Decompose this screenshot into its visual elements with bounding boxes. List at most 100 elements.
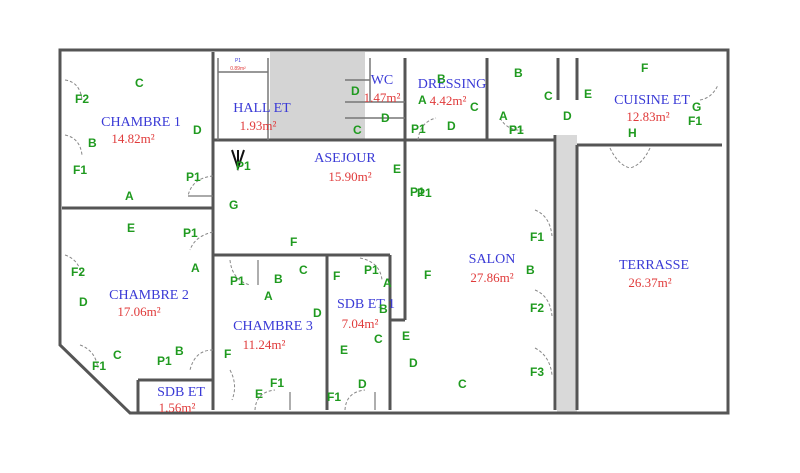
room-area-sejour: 15.90m² — [328, 169, 371, 184]
outer-wall — [58, 48, 730, 415]
room-area-chambre1: 14.82m² — [111, 131, 154, 146]
marker: F1 — [530, 230, 544, 244]
marker: F — [224, 347, 231, 361]
marker: P1 — [410, 185, 425, 199]
hall-tiny-top: P1 — [235, 58, 241, 64]
room-name-wc: WC — [371, 73, 394, 88]
marker: P1 — [509, 123, 524, 137]
marker: E — [255, 387, 263, 401]
interior-walls — [62, 52, 722, 413]
marker: A — [191, 261, 200, 275]
doors — [64, 79, 719, 411]
hall-tiny-bottom: 0.89m² — [230, 66, 246, 72]
marker: P1 — [236, 159, 251, 173]
room-name-terrasse: TERRASSE — [619, 258, 689, 273]
marker: P1 — [186, 170, 201, 184]
marker: D — [381, 111, 390, 125]
entry-arrow-icon — [231, 149, 245, 172]
marker: F1 — [92, 359, 106, 373]
marker: A — [499, 109, 508, 123]
marker: B — [175, 344, 184, 358]
room-name-sdb1: SDB ET 1 — [337, 297, 395, 312]
marker: C — [113, 348, 122, 362]
marker: E — [584, 87, 592, 101]
marker: A — [264, 289, 273, 303]
marker: D — [351, 84, 360, 98]
room-labels: CHAMBRE 1 14.82m² HALL ET 1.93m² WC 1.47… — [101, 73, 690, 415]
marker: F1 — [270, 376, 284, 390]
room-name-cuisine: CUISINE ET — [614, 93, 690, 108]
marker: D — [358, 377, 367, 391]
marker: C — [135, 76, 144, 90]
marker: P1 — [230, 274, 245, 288]
marker: P1 — [411, 122, 426, 136]
marker: P1 — [509, 123, 524, 137]
marker: F1 — [688, 114, 702, 128]
room-area-sdb1: 7.04m² — [342, 316, 379, 331]
marker: F2 — [71, 265, 85, 279]
marker: A — [418, 93, 427, 107]
marker: C — [299, 263, 308, 277]
marker: D — [447, 119, 456, 133]
marker: G — [229, 198, 238, 212]
room-area-chambre2: 17.06m² — [117, 304, 160, 319]
room-area-terrasse: 26.37m² — [628, 275, 671, 290]
room-area-salon: 27.86m² — [470, 270, 513, 285]
marker: P1 — [183, 226, 198, 240]
marker: F2 — [530, 301, 544, 315]
room-name-hall: HALL ET — [233, 101, 291, 116]
marker: D — [409, 356, 418, 370]
marker: E — [340, 343, 348, 357]
marker: F — [333, 269, 340, 283]
marker: C — [458, 377, 467, 391]
marker: F3 — [530, 365, 544, 379]
marker: F1 — [73, 163, 87, 177]
marker: B — [437, 72, 446, 86]
room-area-cuisine: 12.83m² — [626, 109, 669, 124]
room-area-chambre3: 11.24m² — [243, 337, 286, 352]
marker: G — [692, 100, 701, 114]
wall-markers: F2 C B D F1 A P1 P1 G F E P1 D C D P1 B … — [71, 61, 702, 404]
marker: F — [424, 268, 431, 282]
marker: E — [393, 162, 401, 176]
room-area-wc: 1.47m² — [364, 90, 401, 105]
marker: C — [470, 100, 479, 114]
marker: P1 — [364, 263, 379, 277]
marker: P1 — [417, 186, 432, 200]
marker: B — [379, 302, 388, 316]
marker: D — [563, 109, 572, 123]
room-name-sejour: ASEJOUR — [314, 151, 376, 166]
room-name-chambre3: CHAMBRE 3 — [233, 319, 313, 334]
marker: B — [526, 263, 535, 277]
marker: C — [374, 332, 383, 346]
marker: F2 — [75, 92, 89, 106]
marker: B — [88, 136, 97, 150]
marker: B — [274, 272, 283, 286]
marker: E — [127, 221, 135, 235]
marker: B — [514, 66, 523, 80]
marker: D — [313, 306, 322, 320]
marker: C — [544, 89, 553, 103]
marker: A — [125, 189, 134, 203]
room-area-dressing: 4.42m² — [430, 93, 467, 108]
room-name-chambre2: CHAMBRE 2 — [109, 288, 189, 303]
corridor-shading-2 — [557, 135, 577, 413]
room-name-salon: SALON — [469, 252, 516, 267]
room-name-sdb: SDB ET — [157, 385, 205, 400]
marker: E — [402, 329, 410, 343]
room-name-chambre1: CHAMBRE 1 — [101, 115, 181, 130]
corridor-shading — [270, 52, 365, 140]
marker: D — [193, 123, 202, 137]
marker: F1 — [327, 390, 341, 404]
room-name-dressing: DRESSING — [418, 77, 486, 92]
marker: A — [383, 276, 392, 290]
marker: P1 — [157, 354, 172, 368]
marker: H — [628, 126, 637, 140]
room-area-hall: 1.93m² — [240, 118, 277, 133]
marker: D — [79, 295, 88, 309]
marker: C — [353, 123, 362, 137]
room-area-sdb: 1.56m² — [159, 400, 196, 415]
marker: F — [641, 61, 648, 75]
marker: F — [290, 235, 297, 249]
